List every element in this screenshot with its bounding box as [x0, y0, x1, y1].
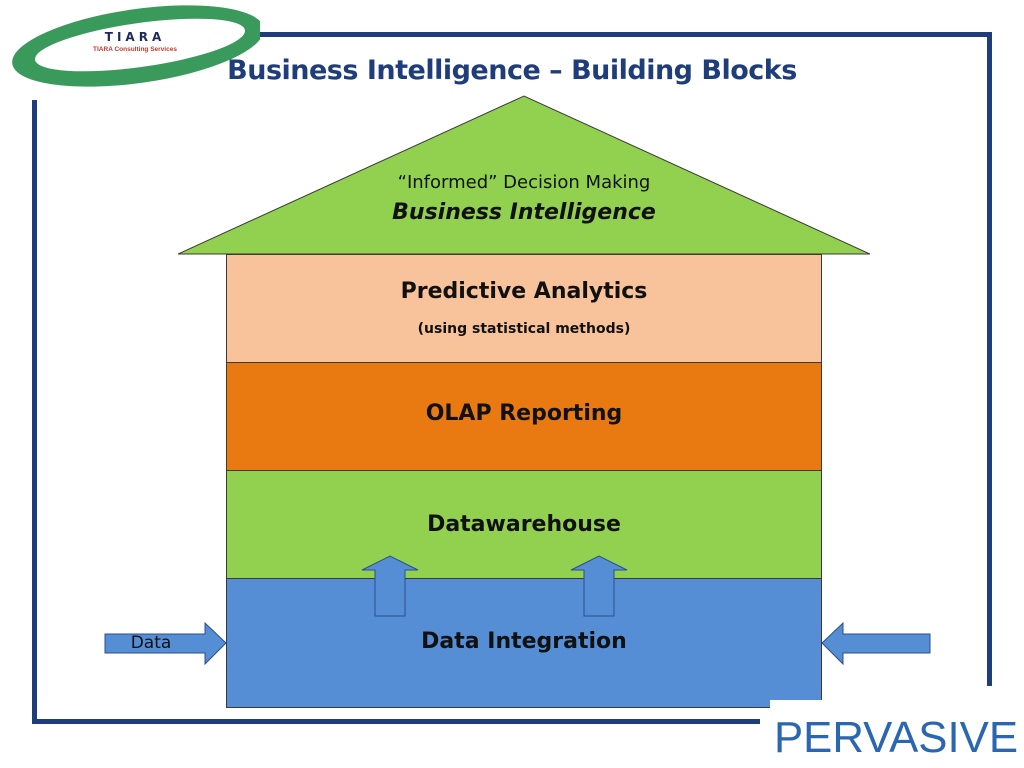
layer-data-integration: Data Integration — [226, 578, 822, 708]
layer-subtitle: (using statistical methods) — [417, 321, 631, 337]
up-arrow-left — [361, 555, 419, 617]
roof-line-2: Business Intelligence — [392, 200, 656, 225]
pervasive-logo: PERVASIVE — [770, 700, 1022, 766]
layer-title: Datawarehouse — [427, 512, 621, 537]
frame-right-line — [987, 32, 992, 686]
layer-title: Predictive Analytics — [400, 279, 648, 304]
roof-line-1: “Informed” Decision Making — [397, 172, 651, 193]
page-title: Business Intelligence – Building Blocks — [227, 55, 797, 86]
data-arrow-label: Data — [130, 633, 172, 653]
logo-name: TIARA — [104, 30, 166, 44]
layer-datawarehouse: Datawarehouse — [226, 470, 822, 579]
tiara-logo: TIARA TIARA Consulting Services — [10, 2, 264, 90]
logo-subtitle: TIARA Consulting Services — [93, 46, 177, 53]
layer-title: OLAP Reporting — [425, 401, 623, 426]
frame-top-line — [258, 32, 992, 37]
tiara-logo-ellipse — [12, 5, 264, 87]
up-arrow-right — [570, 555, 628, 617]
right-data-arrow — [821, 621, 931, 666]
layer-title: Data Integration — [421, 629, 627, 654]
frame-left-line — [32, 100, 37, 724]
frame-bottom-line — [32, 719, 760, 724]
layer-predictive-analytics: Predictive Analytics (using statistical … — [226, 254, 822, 363]
layer-olap-reporting: OLAP Reporting — [226, 362, 822, 471]
pervasive-logo-text: PERVASIVE — [774, 713, 1018, 762]
left-data-arrow — [104, 621, 227, 666]
